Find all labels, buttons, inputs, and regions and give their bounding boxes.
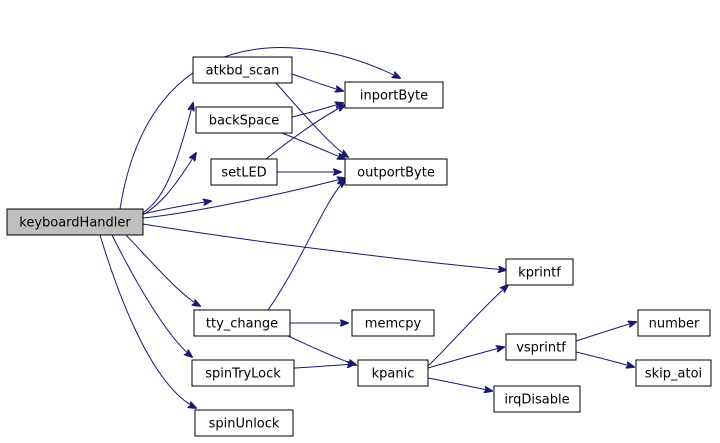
edge-kpanic-to-irqDisable xyxy=(427,377,492,391)
node-box-tty_change[interactable] xyxy=(193,309,291,337)
edge-keyboardHandler-to-inportByte xyxy=(119,47,400,210)
node-box-vsprintf[interactable] xyxy=(505,333,577,361)
node-box-skip_atoi[interactable] xyxy=(635,359,712,387)
node-label-inportByte: inportByte xyxy=(360,89,428,104)
node-box-irqDisable[interactable] xyxy=(493,385,581,413)
edge-keyboardHandler-to-setLED xyxy=(142,201,211,215)
edge-tty_change-to-outportByte xyxy=(267,180,345,311)
edges-layer xyxy=(99,47,636,408)
node-inportByte[interactable]: inportByte xyxy=(344,81,444,109)
node-outportByte[interactable]: outportByte xyxy=(344,158,448,186)
node-label-spinUnlock: spinUnlock xyxy=(209,417,280,432)
edge-keyboardHandler-to-spinUnlock xyxy=(99,234,196,408)
node-label-vsprintf: vsprintf xyxy=(516,341,566,356)
edge-vsprintf-to-number xyxy=(575,322,636,342)
edge-kpanic-to-kprintf xyxy=(427,285,508,367)
edge-keyboardHandler-to-backSpace xyxy=(142,153,196,216)
node-label-skip_atoi: skip_atoi xyxy=(645,367,702,382)
node-spinUnlock[interactable]: spinUnlock xyxy=(194,409,294,437)
node-memcpy[interactable]: memcpy xyxy=(351,309,435,337)
node-label-kprintf: kprintf xyxy=(518,266,561,281)
node-label-setLED: setLED xyxy=(221,166,266,181)
edge-vsprintf-to-skip_atoi xyxy=(575,351,634,367)
node-setLED[interactable]: setLED xyxy=(210,158,278,186)
edge-atkbd_scan-to-outportByte xyxy=(275,82,348,157)
node-label-memcpy: memcpy xyxy=(365,317,422,332)
node-label-keyboardHandler: keyboardHandler xyxy=(19,216,131,231)
node-box-spinTryLock[interactable] xyxy=(191,359,295,387)
node-label-atkbd_scan: atkbd_scan xyxy=(206,64,280,79)
node-label-kpanic: kpanic xyxy=(372,367,415,382)
node-box-memcpy[interactable] xyxy=(351,309,435,337)
node-label-spinTryLock: spinTryLock xyxy=(205,367,281,382)
node-box-outportByte[interactable] xyxy=(344,158,448,186)
node-box-backSpace[interactable] xyxy=(195,106,293,134)
node-box-keyboardHandler[interactable] xyxy=(6,208,144,236)
node-number[interactable]: number xyxy=(637,309,711,337)
node-box-kprintf[interactable] xyxy=(505,258,574,286)
node-vsprintf[interactable]: vsprintf xyxy=(505,333,577,361)
edge-keyboardHandler-to-tty_change xyxy=(125,234,200,306)
nodes-layer: keyboardHandler atkbd_scan backSpace setLED… xyxy=(6,56,712,437)
node-label-outportByte: outportByte xyxy=(357,166,435,181)
edge-keyboardHandler-to-kprintf xyxy=(142,223,506,270)
node-box-spinUnlock[interactable] xyxy=(194,409,294,437)
node-box-number[interactable] xyxy=(637,309,711,337)
edge-backSpace-to-outportByte xyxy=(281,132,345,159)
edge-keyboardHandler-to-outportByte xyxy=(142,178,345,219)
node-skip_atoi[interactable]: skip_atoi xyxy=(635,359,712,387)
node-label-number: number xyxy=(649,317,700,332)
node-label-tty_change: tty_change xyxy=(206,317,278,332)
node-kprintf[interactable]: kprintf xyxy=(505,258,574,286)
node-spinTryLock[interactable]: spinTryLock xyxy=(191,359,295,387)
edge-kpanic-to-vsprintf xyxy=(427,347,504,369)
edge-tty_change-to-kpanic xyxy=(287,335,356,365)
node-tty_change[interactable]: tty_change xyxy=(193,309,291,337)
node-box-inportByte[interactable] xyxy=(344,81,444,109)
node-kpanic[interactable]: kpanic xyxy=(357,359,429,387)
node-box-kpanic[interactable] xyxy=(357,359,429,387)
edge-spinTryLock-to-kpanic xyxy=(293,364,355,369)
node-backSpace[interactable]: backSpace xyxy=(195,106,293,134)
edge-setLED-to-inportByte xyxy=(265,105,345,160)
edge-atkbd_scan-to-inportByte xyxy=(291,73,343,91)
node-keyboardHandler[interactable]: keyboardHandler xyxy=(6,208,144,236)
node-label-irqDisable: irqDisable xyxy=(504,393,569,408)
node-box-setLED[interactable] xyxy=(210,158,278,186)
node-atkbd_scan[interactable]: atkbd_scan xyxy=(192,56,293,84)
node-label-backSpace: backSpace xyxy=(209,114,280,129)
node-irqDisable[interactable]: irqDisable xyxy=(493,385,581,413)
edge-keyboardHandler-to-spinTryLock xyxy=(111,234,192,357)
node-box-atkbd_scan[interactable] xyxy=(192,56,293,84)
edge-keyboardHandler-to-atkbd_scan xyxy=(142,103,193,214)
